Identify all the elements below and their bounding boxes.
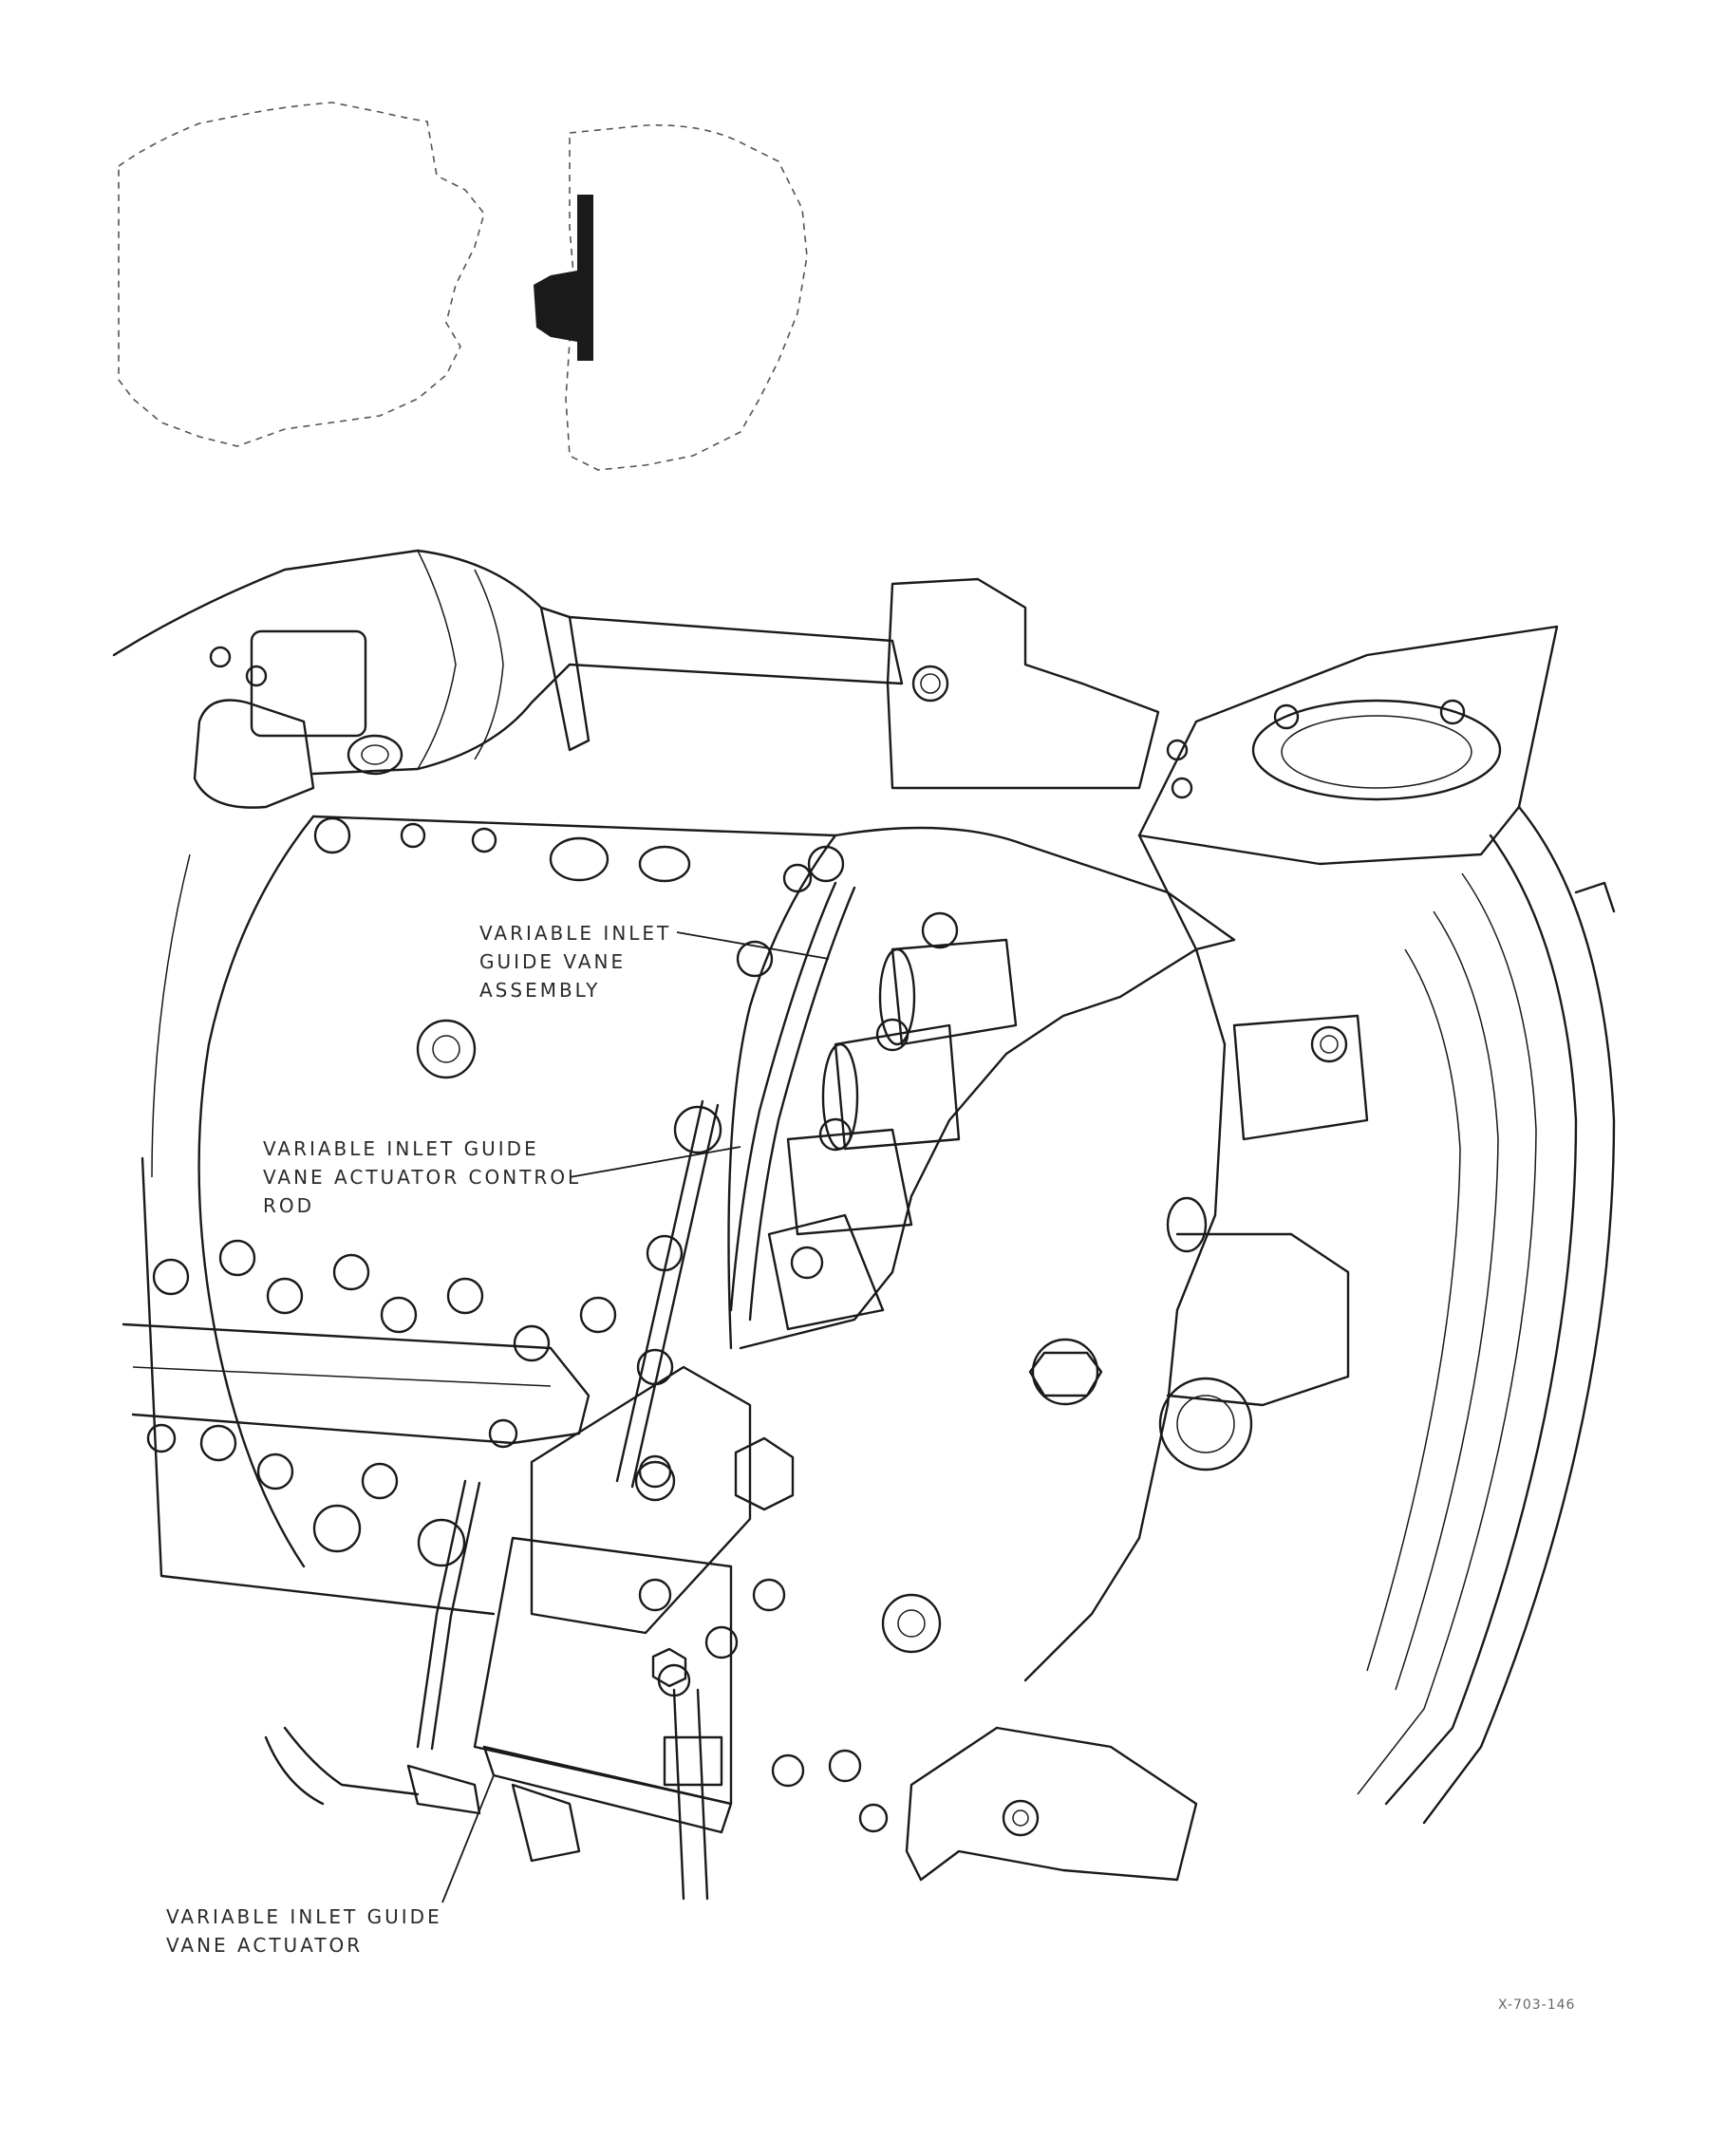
label-line: VARIABLE INLET GUIDE <box>166 1905 442 1928</box>
engine-body <box>112 549 1616 1901</box>
leader-actuator <box>441 1774 495 1903</box>
inset-highlight-block <box>534 195 593 361</box>
label-line: ROD <box>263 1194 315 1217</box>
label-line: VANE ACTUATOR CONTROL <box>263 1166 582 1189</box>
label-line: GUIDE VANE <box>479 950 627 973</box>
label-actuator: VARIABLE INLET GUIDE VANE ACTUATOR <box>166 1903 442 1959</box>
label-control-rod: VARIABLE INLET GUIDE VANE ACTUATOR CONTR… <box>263 1134 581 1220</box>
leader-control-rod <box>569 1146 741 1178</box>
actuator-assembly <box>264 1365 795 1901</box>
figure-reference: X-703-146 <box>1498 1997 1576 2013</box>
label-line: VARIABLE INLET GUIDE <box>263 1137 539 1160</box>
label-line: VARIABLE INLET <box>479 922 672 945</box>
label-vane-assembly: VARIABLE INLET GUIDE VANE ASSEMBLY <box>479 919 671 1004</box>
leader-vane-assembly <box>676 931 830 960</box>
label-line: ASSEMBLY <box>479 979 601 1002</box>
label-line: VANE ACTUATOR <box>166 1934 364 1957</box>
control-rod <box>416 881 856 1751</box>
locator-inset <box>118 102 808 471</box>
guide-vanes <box>767 911 1018 1331</box>
